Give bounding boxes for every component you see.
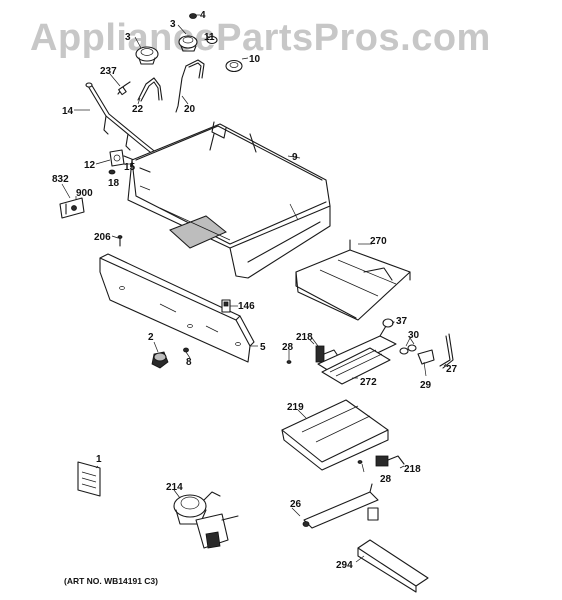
callout-219: 219 bbox=[287, 402, 304, 413]
igniter-218-bottom[interactable] bbox=[375, 455, 405, 467]
orifice-237[interactable] bbox=[117, 81, 131, 96]
burner-head-3-left[interactable] bbox=[135, 46, 159, 65]
pressure-regulator-214[interactable] bbox=[173, 491, 239, 549]
callout-4: 4 bbox=[200, 10, 206, 21]
callout-2: 2 bbox=[148, 332, 154, 343]
callout-18: 18 bbox=[108, 178, 120, 189]
clip-146[interactable] bbox=[221, 299, 231, 313]
callout-218-upper: 218 bbox=[296, 332, 313, 343]
callout-1: 1 bbox=[96, 454, 102, 465]
bake-burner-26[interactable] bbox=[302, 483, 379, 529]
valve-12-15[interactable] bbox=[109, 149, 135, 167]
callout-28-upper: 28 bbox=[282, 342, 294, 353]
callout-206: 206 bbox=[94, 232, 111, 243]
callout-272: 272 bbox=[360, 377, 377, 388]
callout-labels: 4 3 3 11 10 237 22 20 14 9 12 15 18 832 … bbox=[52, 10, 458, 571]
callout-27: 27 bbox=[446, 364, 458, 375]
callout-20: 20 bbox=[184, 104, 196, 115]
bracket-832-900[interactable] bbox=[59, 197, 85, 219]
callout-3-left: 3 bbox=[125, 32, 131, 43]
callout-270: 270 bbox=[370, 236, 387, 247]
callout-146: 146 bbox=[238, 301, 255, 312]
callout-9: 9 bbox=[292, 152, 298, 163]
callout-28-lower: 28 bbox=[380, 474, 392, 485]
burner-box-9[interactable] bbox=[127, 121, 331, 279]
callout-15: 15 bbox=[124, 162, 136, 173]
callout-294: 294 bbox=[336, 560, 353, 571]
leader-lines bbox=[61, 14, 447, 563]
screw-18[interactable] bbox=[108, 169, 116, 175]
gas-tube-22[interactable] bbox=[137, 77, 163, 102]
grommet-37[interactable] bbox=[382, 318, 394, 328]
callout-12: 12 bbox=[84, 160, 96, 171]
callout-214: 214 bbox=[166, 482, 183, 493]
art-number: (ART NO. WB14191 C3) bbox=[64, 576, 158, 586]
bracket-294[interactable] bbox=[357, 539, 429, 593]
knob-2[interactable] bbox=[151, 351, 169, 369]
gas-tube-20[interactable] bbox=[175, 59, 205, 113]
burner-head-3-right[interactable] bbox=[178, 35, 198, 52]
callout-3-upper: 3 bbox=[170, 19, 176, 30]
callout-22: 22 bbox=[132, 104, 144, 115]
callout-218-lower: 218 bbox=[404, 464, 421, 475]
callout-11: 11 bbox=[204, 32, 215, 43]
watermark-text: AppliancePartsPros.com bbox=[30, 17, 491, 59]
callout-30: 30 bbox=[408, 330, 420, 341]
burner-head-11[interactable] bbox=[206, 35, 218, 45]
screw-206[interactable] bbox=[117, 235, 123, 247]
callout-8: 8 bbox=[186, 357, 192, 368]
callout-26: 26 bbox=[290, 499, 302, 510]
callout-832: 832 bbox=[52, 174, 69, 185]
burner-head-10[interactable] bbox=[225, 59, 243, 73]
callout-10: 10 bbox=[249, 54, 261, 65]
callout-37: 37 bbox=[396, 316, 408, 327]
callout-5: 5 bbox=[260, 342, 266, 353]
orifice-29[interactable] bbox=[417, 349, 435, 365]
callout-900: 900 bbox=[76, 188, 93, 199]
callout-14: 14 bbox=[62, 106, 74, 117]
screw-28-top[interactable] bbox=[286, 360, 292, 364]
burner-cap-4[interactable] bbox=[189, 13, 197, 19]
callout-237: 237 bbox=[100, 66, 117, 77]
heat-shield-270[interactable] bbox=[295, 239, 411, 321]
igniter-218-top[interactable] bbox=[309, 339, 339, 363]
screw-28-bottom[interactable] bbox=[357, 460, 363, 464]
tube-27[interactable] bbox=[439, 333, 454, 369]
burner-shield-219[interactable] bbox=[281, 399, 389, 471]
callout-29: 29 bbox=[420, 380, 432, 391]
nut-30[interactable] bbox=[399, 344, 417, 355]
manifold-panel-5[interactable] bbox=[99, 253, 255, 363]
screw-8[interactable] bbox=[183, 347, 189, 353]
burner-tray-272[interactable] bbox=[321, 347, 391, 385]
owners-manual-1[interactable] bbox=[77, 461, 101, 497]
